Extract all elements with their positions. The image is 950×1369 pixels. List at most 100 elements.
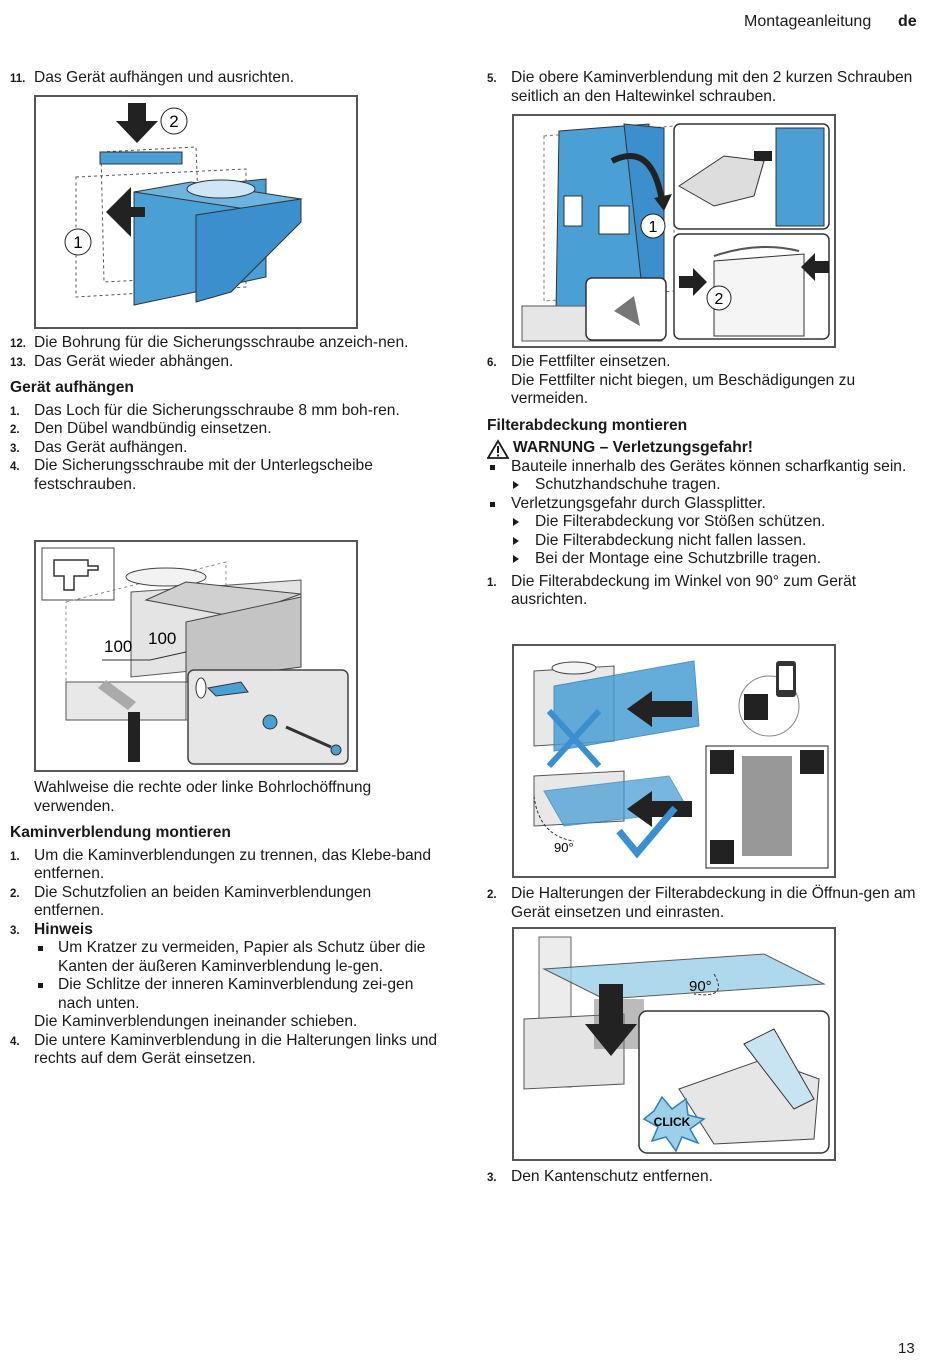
aufhaengen-step-2: 2. Den Dübel wandbündig einsetzen.	[10, 420, 440, 439]
aufhaengen-step-3: 3. Das Gerät aufhängen.	[10, 439, 440, 458]
warning-triangle-icon	[487, 439, 509, 459]
filter-step-2: 2. Die Halterungen der Filterabdeckung i…	[487, 885, 917, 922]
step-text: Die Halterungen der Filterabdeckung in d…	[511, 885, 916, 921]
filter-step-3: 3. Den Kantenschutz entfernen.	[487, 1168, 917, 1187]
left-column-3: Wahlweise die rechte oder linke Bohrloch…	[10, 779, 440, 1069]
bullet-square-icon	[490, 464, 495, 470]
step-number: 6.	[487, 357, 497, 369]
warning-item-1: Bauteile innerhalb des Gerätes können sc…	[487, 458, 917, 477]
step-text: Die Schutzfolien an beiden Kaminverblend…	[34, 883, 372, 920]
left-column-2: 12. Die Bohrung für die Sicherungsschrau…	[10, 334, 440, 494]
figure-label-2: 2	[169, 112, 178, 131]
page-number: 13	[898, 1340, 915, 1357]
drill-icon	[53, 559, 99, 591]
aufhaengen-step-4: 4. Die Sicherungsschraube mit der Unterl…	[10, 457, 440, 494]
figure-label-1: 1	[73, 233, 82, 252]
step-11: 11. Das Gerät aufhängen und ausrichten.	[10, 69, 440, 88]
angle-label: 90°	[689, 978, 712, 995]
step-13: 13. Das Gerät wieder abhängen.	[10, 353, 440, 372]
step-number: 2.	[10, 424, 20, 436]
step-text: Das Loch für die Sicherungsschraube 8 mm…	[34, 401, 400, 419]
step-6: 6. Die Fettfilter einsetzen. Die Fettfil…	[487, 353, 917, 409]
sub-text: Die Filterabdeckung vor Stößen schützen.	[535, 513, 826, 530]
qr-code-small-icon	[744, 694, 768, 720]
arrow-bullet-icon	[513, 555, 519, 563]
warning-text: WARNUNG – Verletzungsgefahr!	[513, 439, 754, 456]
step-number: 11.	[10, 73, 26, 85]
step-number: 1.	[10, 405, 20, 418]
step-number: 1.	[10, 850, 20, 863]
figure-label-2: 2	[715, 291, 724, 308]
step-number: 3.	[487, 1172, 497, 1184]
step-text: Die Fettfilter einsetzen.	[511, 353, 671, 370]
aufhaengen-step-1: 1. Das Loch für die Sicherungsschraube 8…	[10, 402, 440, 421]
step-12: 12. Die Bohrung für die Sicherungsschrau…	[10, 334, 440, 353]
heading-geraet-aufhaengen: Gerät aufhängen	[10, 379, 134, 396]
wahlweise-note: Wahlweise die rechte oder linke Bohrloch…	[34, 779, 372, 815]
sub-text: Schutzhandschuhe tragen.	[535, 476, 721, 493]
bullet-text: Um Kratzer zu vermeiden, Papier als Schu…	[58, 939, 426, 975]
step-text: Den Kantenschutz entfernen.	[511, 1168, 713, 1185]
angle-label: 90°	[554, 840, 574, 855]
right-column-3: 2. Die Halterungen der Filterabdeckung i…	[487, 885, 917, 922]
warning-item-2: Verletzungsgefahr durch Glassplitter.	[487, 495, 917, 514]
hinweis-title: Hinweis	[34, 920, 93, 938]
filter-step-1: 1. Die Filterabdeckung im Winkel von 90°…	[487, 573, 917, 610]
hinweis-after: Die Kaminverblendungen ineinander schieb…	[34, 1013, 358, 1030]
warning-sub-2-1: Die Filterabdeckung vor Stößen schützen.	[487, 513, 917, 532]
arrow-bullet-icon	[513, 481, 519, 489]
step-number: 3.	[10, 442, 20, 455]
step-5: 5. Die obere Kaminverblendung mit den 2 …	[487, 69, 917, 106]
click-label: CLICK	[654, 1115, 691, 1129]
right-column-4: 3. Den Kantenschutz entfernen.	[487, 1168, 917, 1187]
kamin-step-2: 2. Die Schutzfolien an beiden Kaminverbl…	[10, 884, 440, 921]
step-number: 2.	[487, 889, 497, 901]
sub-text: Bei der Montage eine Schutzbrille tragen…	[535, 550, 822, 567]
heading-filterabdeckung: Filterabdeckung montieren	[487, 416, 688, 434]
language-code: de	[898, 13, 917, 30]
kamin-step-4: 4. Die untere Kaminverblendung in die Ha…	[10, 1032, 440, 1069]
figure-filter-angle: 90°	[512, 644, 836, 878]
dimension-100-left: 100	[104, 637, 132, 656]
step-number: 4.	[10, 461, 20, 473]
kamin-step-3: 3. Hinweis	[10, 921, 440, 940]
left-column: 11. Das Gerät aufhängen und ausrichten.	[10, 69, 440, 88]
document-title: Montageanleitung	[744, 13, 872, 30]
arrow-bullet-icon	[513, 518, 519, 526]
warning-title: WARNUNG – Verletzungsgefahr!	[487, 439, 917, 459]
right-column: 5. Die obere Kaminverblendung mit den 2 …	[487, 69, 917, 106]
click-burst-icon	[642, 1095, 706, 1153]
bullet-square-icon	[490, 501, 495, 507]
arrow-bullet-icon	[513, 536, 519, 545]
step-number: 4.	[10, 1035, 20, 1048]
figure-upper-chimney: 1 2	[512, 114, 836, 348]
step-number: 5.	[487, 73, 497, 85]
step-text: Das Gerät aufhängen und ausrichten.	[34, 69, 295, 86]
figure-drill-hole: 100 100	[34, 540, 358, 772]
hinweis-bullet-2: Die Schlitze der inneren Kaminverblendun…	[10, 976, 440, 1013]
step-text: Die untere Kaminverblendung in die Halte…	[34, 1031, 438, 1068]
kamin-step-1: 1. Um die Kaminverblendungen zu trennen,…	[10, 847, 440, 884]
right-column-2: 6. Die Fettfilter einsetzen. Die Fettfil…	[487, 353, 917, 610]
figure-filter-click: 90° CLICK	[512, 927, 836, 1161]
figure-hang-device: 2 1	[34, 95, 358, 329]
step-text: Um die Kaminverblendungen zu trennen, da…	[34, 846, 432, 883]
bullet-square-icon	[38, 946, 43, 951]
step-number: 13.	[10, 356, 26, 369]
step-text-2: Die Fettfilter nicht biegen, um Beschädi…	[511, 371, 856, 408]
step-number: 12.	[10, 338, 26, 350]
warning-sub-2-2: Die Filterabdeckung nicht fallen lassen.	[487, 532, 917, 551]
figure-label-1: 1	[649, 219, 658, 236]
warning-sub-2-3: Bei der Montage eine Schutzbrille tragen…	[487, 550, 917, 569]
step-number: 2.	[10, 887, 20, 900]
step-text: Die Bohrung für die Sicherungsschraube a…	[34, 334, 409, 351]
sub-text: Die Filterabdeckung nicht fallen lassen.	[535, 531, 807, 549]
step-text: Das Gerät aufhängen.	[34, 438, 188, 456]
bullet-text: Bauteile innerhalb des Gerätes können sc…	[511, 457, 907, 475]
bullet-text: Die Schlitze der inneren Kaminverblendun…	[58, 976, 414, 1012]
bullet-square-icon	[38, 983, 43, 988]
warning-sub-1-1: Schutzhandschuhe tragen.	[487, 476, 917, 495]
step-number: 3.	[10, 924, 20, 937]
step-text: Die Filterabdeckung im Winkel von 90° zu…	[511, 572, 857, 609]
hinweis-bullet-1: Um Kratzer zu vermeiden, Papier als Schu…	[10, 939, 440, 976]
